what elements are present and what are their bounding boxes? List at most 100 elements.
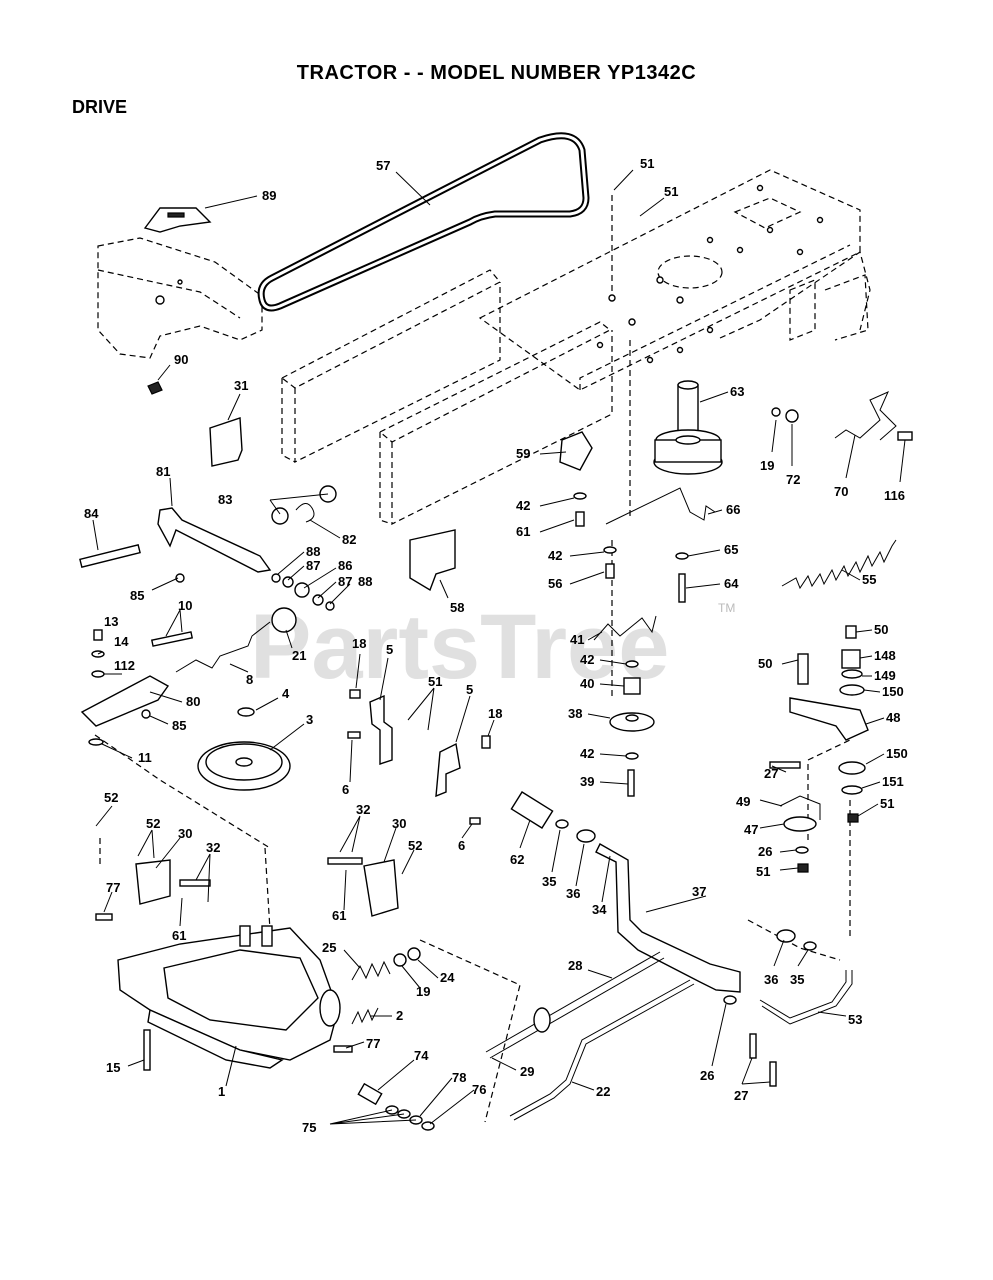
part-27-bolt-c: [769, 1061, 777, 1087]
part-13-bolt: [93, 629, 103, 641]
callout-51: 51: [880, 796, 894, 811]
part-72-washer: [785, 409, 799, 423]
callout-32: 32: [206, 840, 220, 855]
callout-18: 18: [352, 636, 366, 651]
part-42-washer-d: [625, 752, 639, 760]
part-84-rod: [79, 544, 141, 568]
part-25-spring: [351, 960, 391, 981]
callout-42: 42: [580, 652, 594, 667]
callout-116: 116: [884, 488, 905, 503]
callout-85: 85: [172, 718, 186, 733]
part-61-bolt: [575, 511, 585, 527]
part-81-brake-rod: [157, 507, 272, 573]
callout-59: 59: [516, 446, 530, 461]
callout-42: 42: [516, 498, 530, 513]
callout-50: 50: [758, 656, 772, 671]
callout-40: 40: [580, 676, 594, 691]
part-19-washer: [393, 953, 407, 967]
part-28-coupler: [533, 1007, 551, 1033]
part-5-bracket-b: [435, 742, 461, 798]
part-18-bolt: [349, 689, 361, 699]
callout-51: 51: [640, 156, 654, 171]
callout-31: 31: [234, 378, 248, 393]
callout-87: 87: [338, 574, 352, 589]
callout-36: 36: [566, 886, 580, 901]
callout-52: 52: [146, 816, 160, 831]
callout-19: 19: [416, 984, 430, 999]
callout-150: 150: [882, 684, 904, 699]
callout-19: 19: [760, 458, 774, 473]
part-151-washer: [841, 785, 863, 795]
part-27-bolt-b: [749, 1033, 757, 1059]
part-82-spring: [295, 503, 315, 523]
callout-64: 64: [724, 576, 739, 591]
callout-32: 32: [356, 802, 370, 817]
part-53-rod-b: [761, 970, 853, 1025]
part-36-washer-b: [776, 929, 796, 943]
callout-61: 61: [516, 524, 530, 539]
callout-89: 89: [262, 188, 276, 203]
part-6-bolt-b: [469, 817, 481, 825]
callout-2: 2: [396, 1008, 403, 1023]
callout-6: 6: [458, 838, 465, 853]
callout-39: 39: [580, 774, 594, 789]
part-38-pulley: [609, 712, 655, 732]
callout-72: 72: [786, 472, 800, 487]
part-63-pulley: [653, 380, 723, 475]
callout-75: 75: [302, 1120, 316, 1135]
callout-50: 50: [874, 622, 888, 637]
callout-90: 90: [174, 352, 188, 367]
callout-1: 1: [218, 1084, 225, 1099]
leader-lines: [92, 169, 906, 1125]
part-42-washer: [573, 492, 587, 500]
callout-36: 36: [764, 972, 778, 987]
callout-34: 34: [592, 902, 607, 917]
part-77-key: [95, 913, 113, 921]
callout-78: 78: [452, 1070, 466, 1085]
part-2-spring: [351, 1007, 379, 1025]
callout-26: 26: [700, 1068, 714, 1083]
part-41-lever: [593, 615, 657, 641]
part-30-bracket: [135, 859, 171, 905]
part-4-key: [237, 707, 255, 717]
part-35-washer: [555, 819, 569, 829]
callout-70: 70: [834, 484, 848, 499]
callout-15: 15: [106, 1060, 120, 1075]
part-70-wire-bracket: [834, 391, 897, 441]
callout-53: 53: [848, 1012, 862, 1027]
part-150-washer-b: [838, 761, 866, 775]
callout-84: 84: [84, 506, 99, 521]
part-59-bracket: [559, 431, 593, 471]
callout-30: 30: [178, 826, 192, 841]
part-51-nut-b: [797, 863, 809, 873]
part-66-rod: [605, 487, 716, 525]
part-49-bracket: [779, 795, 821, 820]
callout-35: 35: [790, 972, 804, 987]
callout-52: 52: [104, 790, 118, 805]
part-24-nut: [407, 947, 421, 961]
callout-74: 74: [414, 1048, 429, 1063]
callout-80: 80: [186, 694, 200, 709]
part-22-rod-b: [513, 983, 695, 1121]
section-title: DRIVE: [72, 97, 128, 117]
part-6-bolt: [347, 731, 361, 739]
callout-85: 85: [130, 588, 144, 603]
part-32-bolt-b: [327, 857, 363, 865]
part-18-bolt-b: [481, 735, 491, 749]
part-5-bracket: [369, 694, 393, 765]
watermark-text: PartsTree: [250, 596, 669, 698]
callout-3: 3: [306, 712, 313, 727]
callout-5: 5: [386, 642, 393, 657]
part-74-spacer: [357, 1082, 383, 1106]
drive-belt: [257, 132, 590, 312]
callout-112: 112: [114, 658, 135, 673]
part-3-pulley-hub: [235, 757, 253, 767]
part-149-washer: [841, 669, 863, 679]
callout-82: 82: [342, 532, 356, 547]
frame-outline: [94, 169, 871, 1123]
callout-14: 14: [114, 634, 129, 649]
callout-51: 51: [756, 864, 770, 879]
part-39-bolt: [627, 769, 635, 797]
callout-57: 57: [376, 158, 390, 173]
